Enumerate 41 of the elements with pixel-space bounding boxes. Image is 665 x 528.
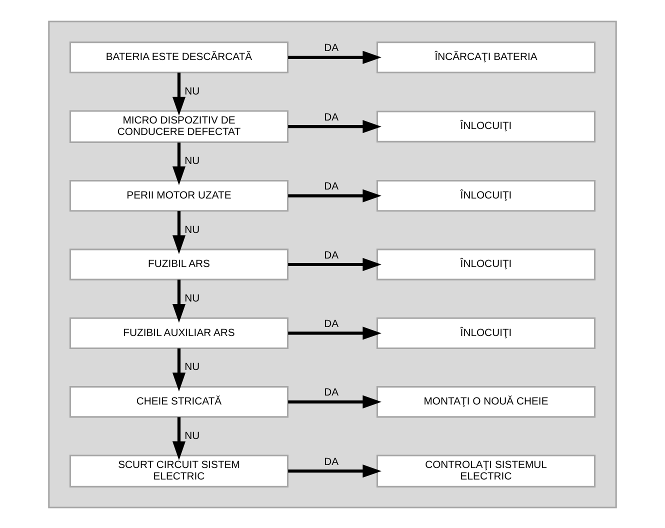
node-box: ÎNLOCUIŢI [376, 316, 596, 349]
arrow [288, 257, 382, 271]
arrow [288, 464, 382, 478]
node-box: ÎNCĂRCAŢI BATERIA [376, 41, 596, 73]
arrow [288, 188, 382, 202]
arrow [172, 348, 186, 391]
edge-label: NU [184, 292, 200, 304]
edge-label: NU [184, 430, 200, 442]
edge-label: DA [324, 250, 338, 261]
node-box: ÎNLOCUIŢI [376, 110, 596, 142]
node-box: CHEIE STRICATĂ [69, 386, 289, 418]
edge-label: DA [324, 318, 338, 330]
edge-label: DA [324, 181, 338, 192]
arrow [288, 50, 382, 64]
node-box: MICRO DISPOZITIV DE CONDUCERE DEFECTAT [69, 110, 289, 142]
node-box: SCURT CIRCUIT SISTEM ELECTRIC [69, 454, 289, 487]
node-box: BATERIA ESTE DESCĂRCATĂ [69, 41, 289, 73]
node-box: MONTAŢI O NOUĂ CHEIE [376, 386, 596, 418]
node-box: PERII MOTOR UZATE [69, 179, 289, 212]
edge-label: NU [184, 362, 200, 373]
arrow [172, 416, 186, 460]
node-box: FUZIBIL ARS [69, 248, 289, 280]
arrow [288, 120, 382, 133]
node-box: ÎNLOCUIŢI [376, 179, 596, 212]
edge-label: DA [324, 456, 338, 468]
arrow [172, 279, 186, 322]
node-box: CONTROLAŢI SISTEMUL ELECTRIC [376, 454, 596, 487]
arrow [288, 394, 382, 408]
cluster [48, 20, 617, 508]
edge-label: DA [324, 387, 338, 398]
edge-label: DA [324, 42, 338, 54]
node-box: ÎNLOCUIŢI [376, 248, 596, 280]
arrow [172, 142, 186, 185]
edge-label: NU [184, 224, 200, 236]
arrow [172, 72, 186, 116]
arrow [288, 326, 382, 340]
arrow [172, 210, 186, 254]
edge-label: NU [184, 86, 200, 97]
edge-label: NU [184, 156, 200, 167]
edge-label: DA [324, 112, 338, 123]
node-box: FUZIBIL AUXILIAR ARS [69, 316, 289, 349]
